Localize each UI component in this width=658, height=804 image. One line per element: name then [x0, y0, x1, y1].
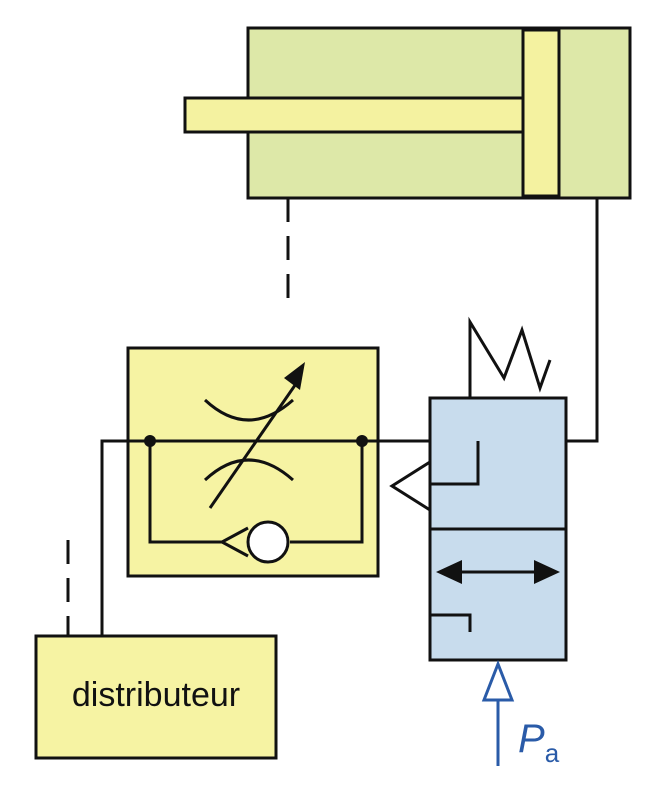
throttle-lower-arc	[203, 458, 294, 482]
bypass-loop-right	[290, 441, 364, 544]
pilot-triangle-icon	[389, 459, 432, 513]
supply-pressure-arrow: Pa	[481, 659, 560, 768]
check-valve-seat	[218, 526, 249, 558]
throttle-upper-arc	[203, 398, 294, 422]
piston-rod	[183, 96, 527, 134]
check-valve-ball	[246, 520, 290, 564]
upper-closed-port	[430, 441, 480, 486]
pneumatic-cylinder	[183, 26, 632, 200]
distributor-box	[34, 634, 278, 760]
cylinder-to-valve-line	[566, 198, 599, 443]
through-flow-arrow-right	[534, 560, 560, 584]
spring-icon	[468, 316, 552, 398]
adjust-arrow-shaft	[208, 377, 302, 509]
adjust-arrow-head	[284, 362, 305, 390]
through-flow-arrow-left	[436, 560, 462, 584]
bypass-loop	[148, 441, 222, 544]
directional-valve	[389, 316, 568, 662]
pressure-label: Pa	[518, 717, 560, 768]
distributor: distributeur	[34, 634, 278, 760]
supply-arrow-head	[481, 659, 515, 702]
lower-blocked-port	[430, 613, 472, 632]
distributor-label: distributeur	[72, 676, 240, 714]
flow-control-block	[126, 346, 380, 578]
main-flow-line	[100, 439, 430, 636]
piston	[521, 28, 561, 198]
